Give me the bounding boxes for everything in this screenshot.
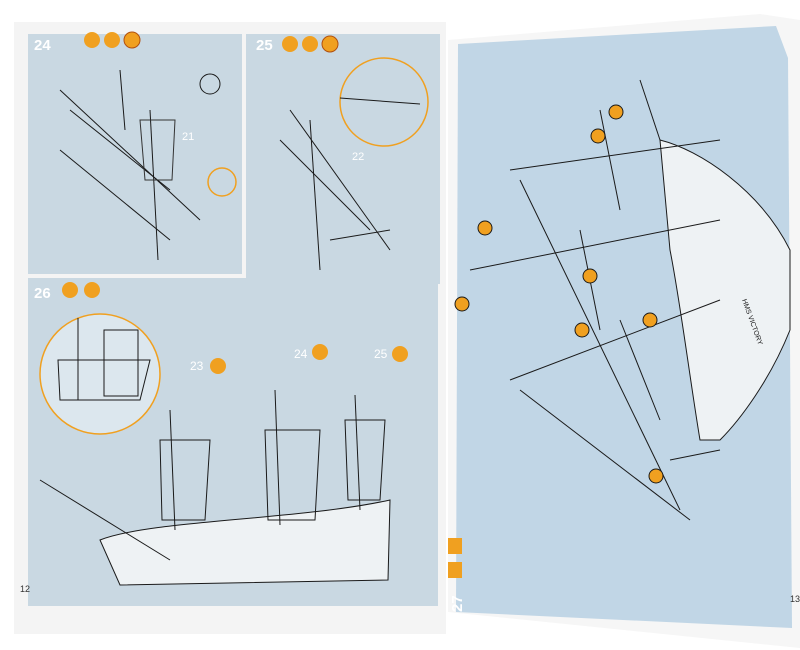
clock-icon [123,31,141,49]
ref-label-24: 24 [294,347,308,361]
glue-icon [84,32,100,48]
step-number-24: 24 [34,37,51,54]
ship-27-drawing [469,79,791,521]
step-25-diagram [279,57,429,271]
step-25-icons [282,35,339,53]
step-26-icons [62,282,100,298]
paint-icon [302,36,318,52]
clock-icon [321,35,339,53]
paint-icon [84,282,100,298]
step-number-25: 25 [256,37,273,54]
right-page-number: 13 [790,594,800,604]
step-number-26: 26 [34,285,51,302]
paint-pot-icon [448,538,462,554]
step-24-diagram [59,69,237,261]
step-25-sub-label: 22 [352,151,364,163]
paint-icon [104,32,120,48]
ref-label-23: 23 [190,359,204,373]
step-24-icons [84,31,141,49]
left-page-number: 12 [20,584,30,594]
step-25-panel [246,34,440,284]
glue-icon [62,282,78,298]
step-26-reference-badges [210,344,408,374]
step-24-panel [28,34,242,274]
ship-26-drawing [39,389,391,586]
step-24-sub-label: 21 [182,131,194,143]
ref-label-25: 25 [374,347,388,361]
glue-icon [282,36,298,52]
brush-icon [448,562,462,578]
step-27-rigging-badges [454,104,664,484]
step-number-27: 27 [449,595,466,612]
detail-inset [39,313,161,435]
detail-inset-drawing [57,318,151,401]
